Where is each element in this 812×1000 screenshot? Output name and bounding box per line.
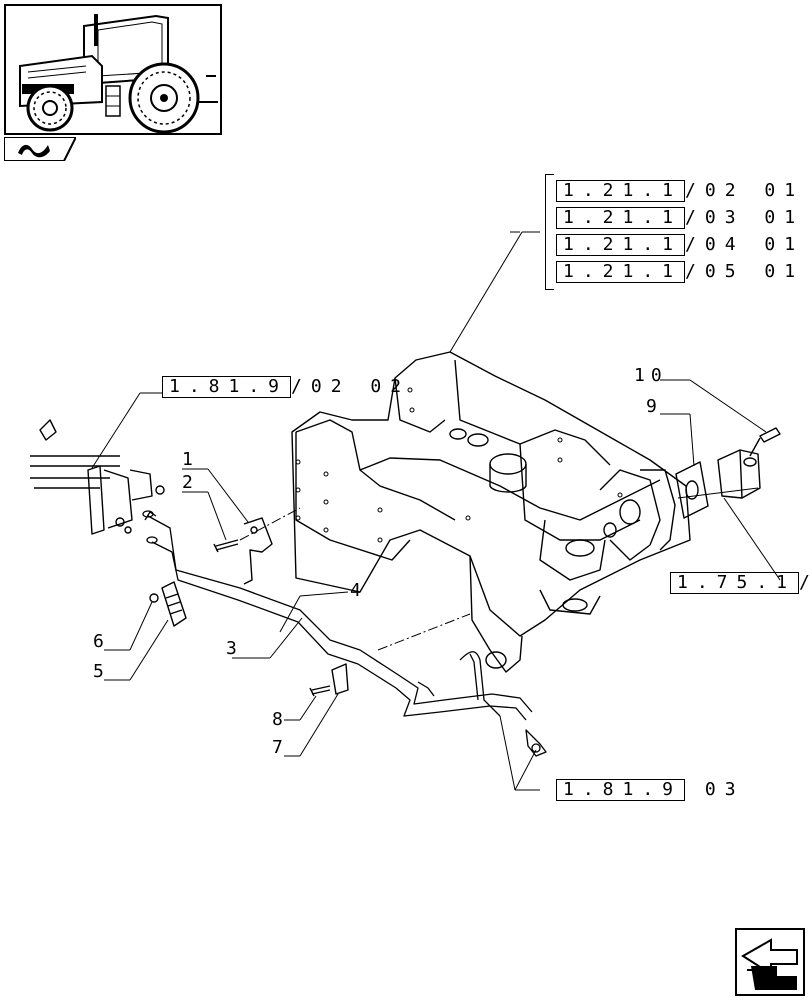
reference-code: 1.21.1 bbox=[556, 180, 686, 202]
hydraulic-pipes bbox=[142, 510, 547, 757]
left-valve-bracket bbox=[30, 419, 165, 535]
callout-1: 1 bbox=[182, 449, 193, 470]
next-page-arrow-icon bbox=[741, 938, 798, 990]
reference-suffix: /02 01 bbox=[685, 180, 805, 201]
reference-link-4[interactable]: 1.21.1/05 01 bbox=[556, 261, 804, 283]
callout-4: 4 bbox=[350, 580, 361, 601]
reference-link-3[interactable]: 1.21.1/04 01 bbox=[556, 234, 804, 256]
reference-code: 1.81.9 bbox=[162, 376, 292, 398]
clip-7 bbox=[309, 663, 349, 697]
reference-link-bottom[interactable]: 1.81.9 03 bbox=[556, 779, 745, 801]
reference-suffix: /04 01 bbox=[685, 234, 805, 255]
callout-9: 9 bbox=[646, 396, 657, 417]
reference-link-left[interactable]: 1.81.9/02 02 bbox=[162, 376, 410, 398]
reference-link-1[interactable]: 1.21.1/02 01 bbox=[556, 180, 804, 202]
reference-link-2[interactable]: 1.21.1/03 01 bbox=[556, 207, 804, 229]
reference-code: 1.21.1 bbox=[556, 234, 686, 256]
reference-code: 1.81.9 bbox=[556, 779, 686, 801]
bracket-1 bbox=[213, 517, 273, 585]
callout-5: 5 bbox=[93, 661, 104, 682]
reference-code: 1.21.1 bbox=[556, 261, 686, 283]
callout-10: 10 bbox=[634, 365, 668, 386]
callout-2: 2 bbox=[182, 472, 193, 493]
reference-suffix: /05 01 bbox=[685, 261, 805, 282]
reference-group-bracket bbox=[545, 174, 554, 290]
pipe-clamp-5 bbox=[149, 581, 187, 627]
reference-suffix: 03 bbox=[685, 779, 745, 800]
callout-7: 7 bbox=[272, 737, 283, 758]
reference-suffix: / bbox=[799, 572, 812, 593]
callout-6: 6 bbox=[93, 631, 104, 652]
next-page-button[interactable] bbox=[735, 928, 805, 996]
callout-8: 8 bbox=[272, 709, 283, 730]
reference-suffix: /02 02 bbox=[291, 376, 411, 397]
reference-suffix: /03 01 bbox=[685, 207, 805, 228]
front-support-frame bbox=[291, 351, 691, 673]
section-tab[interactable] bbox=[3, 136, 78, 162]
reference-code: 1.21.1 bbox=[556, 207, 686, 229]
tractor-icon bbox=[19, 14, 218, 134]
tractor-thumbnail bbox=[4, 4, 222, 135]
reference-code: 1.75.1 bbox=[670, 572, 800, 594]
reference-link-right[interactable]: 1.75.1/ bbox=[670, 572, 812, 594]
callout-3: 3 bbox=[226, 638, 237, 659]
